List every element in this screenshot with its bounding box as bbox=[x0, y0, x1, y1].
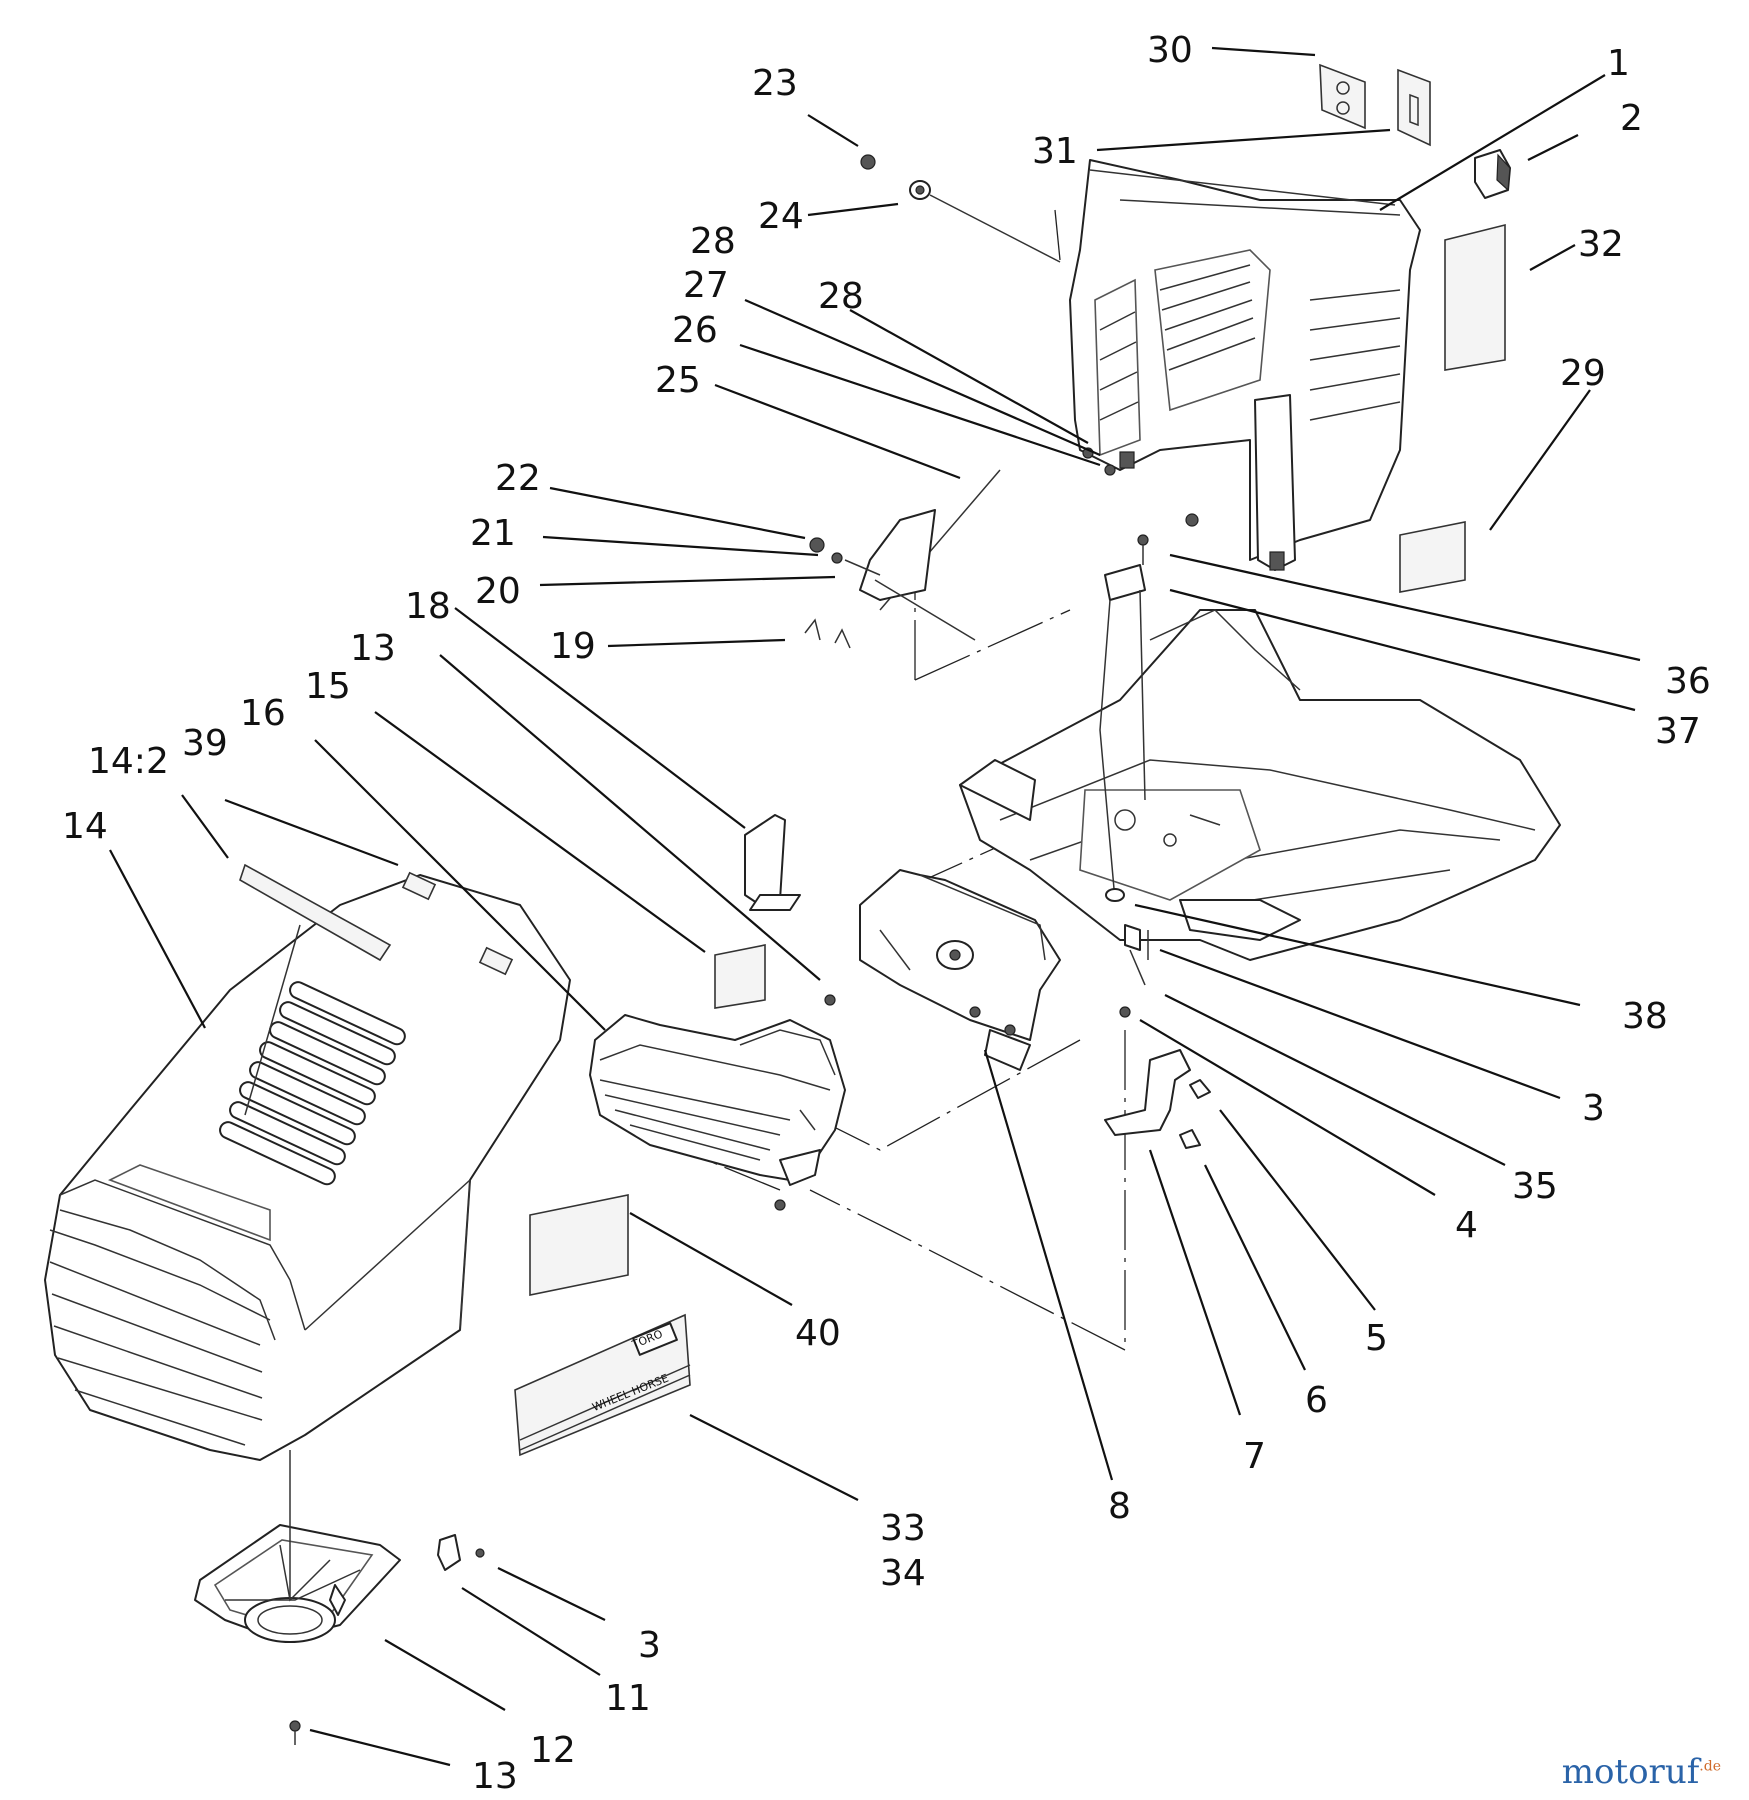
callout-32: 32 bbox=[1578, 224, 1624, 265]
callout-21: 21 bbox=[470, 513, 516, 554]
callout-36: 36 bbox=[1665, 661, 1711, 702]
callout-14: 14 bbox=[62, 806, 108, 847]
callout-14-2: 14:2 bbox=[88, 741, 169, 782]
callout-15: 15 bbox=[305, 666, 351, 707]
front-grille bbox=[589, 944, 846, 1211]
callout-28-upper: 28 bbox=[690, 221, 736, 262]
callout-11: 11 bbox=[605, 1678, 651, 1719]
callout-13-upper: 13 bbox=[350, 628, 396, 669]
callout-3-lower: 3 bbox=[638, 1625, 661, 1666]
callout-6: 6 bbox=[1305, 1380, 1328, 1421]
headlight-assembly bbox=[194, 1450, 485, 1745]
callout-labels: 30 1 23 2 31 24 32 28 27 28 26 29 25 22 … bbox=[62, 30, 1711, 1797]
watermark-suffix: .de bbox=[1699, 1758, 1721, 1775]
linkage-parts bbox=[1105, 888, 1149, 986]
decal-40 bbox=[529, 1194, 629, 1296]
callout-26: 26 bbox=[672, 310, 718, 351]
callout-20: 20 bbox=[475, 571, 521, 612]
fender-deck bbox=[959, 609, 1561, 961]
callout-23: 23 bbox=[752, 63, 798, 104]
callout-16: 16 bbox=[240, 693, 286, 734]
callout-37: 37 bbox=[1655, 711, 1701, 752]
callout-19: 19 bbox=[550, 626, 596, 667]
control-rod bbox=[1099, 534, 1149, 901]
dash-panel bbox=[859, 869, 1061, 1071]
callout-30: 30 bbox=[1147, 30, 1193, 71]
upper-bracket-18 bbox=[744, 814, 801, 911]
seat-decals bbox=[1319, 63, 1506, 593]
watermark-text: motoruf bbox=[1561, 1752, 1700, 1792]
knob-part-2 bbox=[1474, 149, 1511, 199]
hood-side-decal: TORO WHEEL HORSE bbox=[514, 1313, 691, 1457]
callout-29: 29 bbox=[1560, 353, 1606, 394]
callout-25: 25 bbox=[655, 360, 701, 401]
callout-8: 8 bbox=[1108, 1486, 1131, 1527]
callout-3-upper: 3 bbox=[1582, 1088, 1605, 1129]
callout-38: 38 bbox=[1622, 996, 1668, 1037]
nut-washer bbox=[860, 154, 1061, 263]
callout-40: 40 bbox=[795, 1313, 841, 1354]
callout-12: 12 bbox=[530, 1730, 576, 1771]
lower-bracket bbox=[1104, 1006, 1211, 1149]
seat-switch-assembly bbox=[804, 469, 1001, 649]
callout-39: 39 bbox=[182, 723, 228, 764]
callout-5: 5 bbox=[1365, 1318, 1388, 1359]
callout-27: 27 bbox=[683, 265, 729, 306]
callout-31: 31 bbox=[1032, 131, 1078, 172]
seat-console bbox=[1069, 159, 1421, 571]
callout-1: 1 bbox=[1607, 43, 1630, 84]
hood bbox=[44, 863, 571, 1461]
callout-28-lower: 28 bbox=[818, 276, 864, 317]
callout-35: 35 bbox=[1512, 1166, 1558, 1207]
callout-18: 18 bbox=[405, 586, 451, 627]
callout-13-lower: 13 bbox=[472, 1756, 518, 1797]
callout-22: 22 bbox=[495, 458, 541, 499]
callout-24: 24 bbox=[758, 196, 804, 237]
watermark-logo: motoruf.de bbox=[1562, 1752, 1721, 1792]
callout-7: 7 bbox=[1243, 1436, 1266, 1477]
callout-4: 4 bbox=[1455, 1205, 1478, 1246]
leader-lines bbox=[109, 46, 1641, 1767]
callout-33: 33 bbox=[880, 1508, 926, 1549]
callout-2: 2 bbox=[1620, 98, 1643, 139]
callout-34: 34 bbox=[880, 1553, 926, 1594]
